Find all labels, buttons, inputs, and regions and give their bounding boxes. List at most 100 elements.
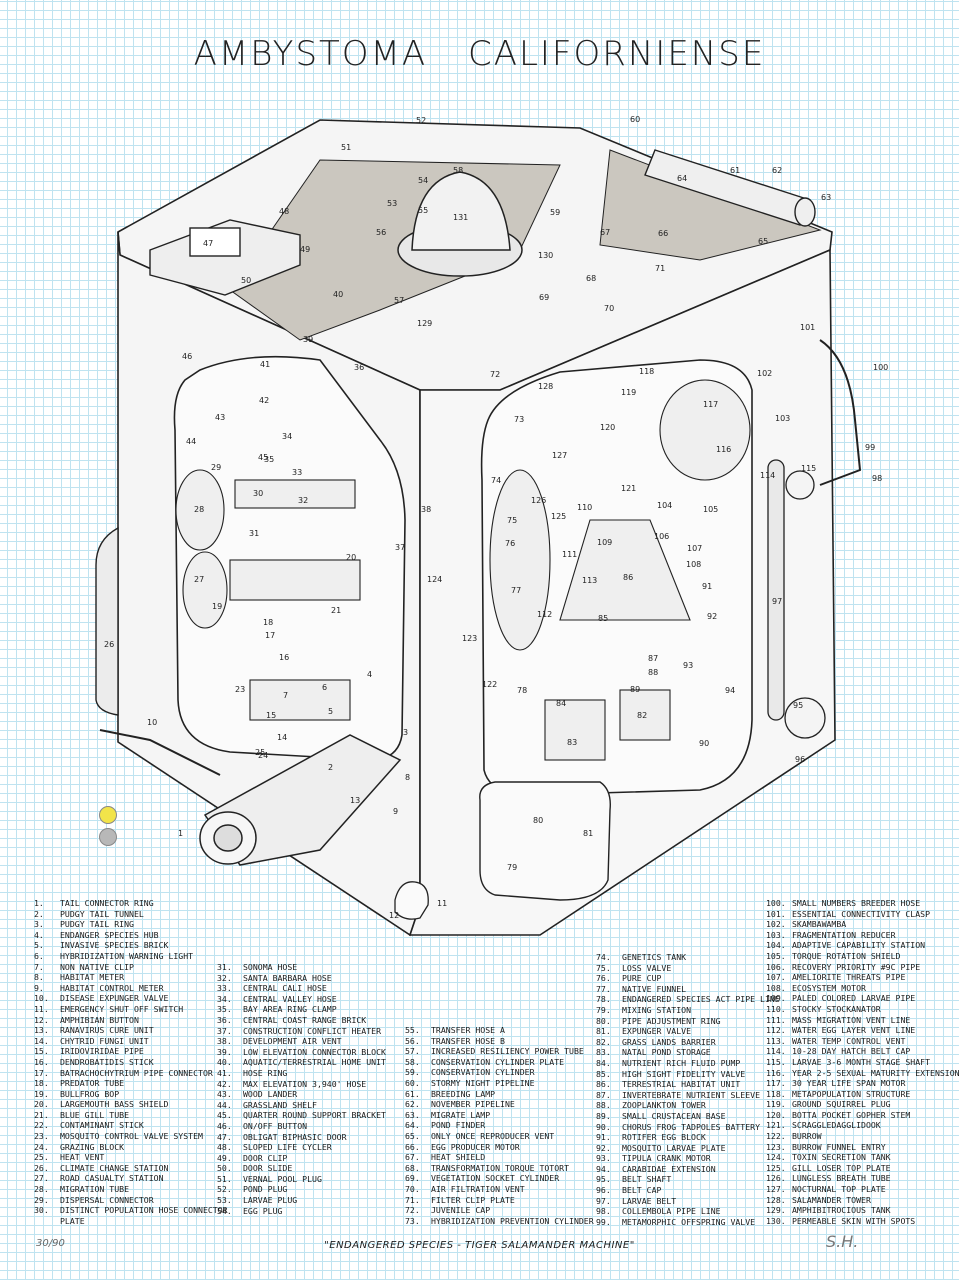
callout-number: 35 xyxy=(264,455,274,464)
legend-item: 48.Sloped life cycler xyxy=(217,1142,386,1153)
callout-number: 32 xyxy=(298,496,308,505)
legend-text: 10-28 day hatch belt cap xyxy=(792,1046,911,1057)
legend-item: 47.Obligat biphasic door xyxy=(217,1132,386,1143)
callout-number: 112 xyxy=(537,610,552,619)
callout-number: 31 xyxy=(249,529,259,538)
legend-text: Wood lander xyxy=(243,1089,298,1100)
legend-text: Transfer hose B xyxy=(431,1035,505,1046)
legend-text: Bullfrog bop xyxy=(60,1088,120,1099)
callout-number: 45 xyxy=(258,453,268,462)
legend-number: 64. xyxy=(405,1120,420,1131)
callout-number: 90 xyxy=(699,739,709,748)
legend-text: Metapopulation structure xyxy=(792,1088,911,1099)
legend-text: Water temp control vent xyxy=(792,1035,906,1046)
legend-item: 50.Door slide xyxy=(217,1163,386,1174)
callout-number: 23 xyxy=(235,685,245,694)
legend-number: 117. xyxy=(766,1078,786,1089)
legend-number: 75. xyxy=(596,962,611,973)
legend-text: Non native clip xyxy=(60,961,134,972)
legend-number: 70. xyxy=(405,1183,420,1194)
legend-text: Nocturnal top plate xyxy=(792,1184,886,1195)
legend-text: Disease expunger valve xyxy=(60,993,169,1004)
left-side-cap xyxy=(95,526,119,716)
legend-item: 18.Predator tube xyxy=(34,1078,228,1089)
right-internals xyxy=(489,379,751,761)
legend-number: 47. xyxy=(217,1131,232,1142)
legend-text: Recovery priority #9C pipe xyxy=(792,961,921,972)
legend-text: Loss valve xyxy=(622,962,672,973)
callout-number: 44 xyxy=(186,437,196,446)
legend-number: 4. xyxy=(34,929,44,940)
legend-text: Pond finder xyxy=(431,1120,486,1131)
callout-number: 82 xyxy=(637,711,647,720)
callout-number: 91 xyxy=(702,582,712,591)
legend-number: 69. xyxy=(405,1173,420,1184)
tail-tunnel xyxy=(199,734,402,866)
callout-labels: 1234567891011121314151617181920212324252… xyxy=(104,115,888,920)
callout-number: 12 xyxy=(389,911,399,920)
callout-number: 33 xyxy=(292,468,302,477)
callout-number: 28 xyxy=(194,505,204,514)
legend-item: 28.Migration tube xyxy=(34,1184,228,1195)
legend-item: 75. Loss valve xyxy=(596,963,780,974)
legend-text: Climate change station xyxy=(60,1162,169,1173)
legend-number: 85. xyxy=(596,1068,611,1079)
legend-item: 94.Carabidae extension xyxy=(596,1164,780,1175)
legend-number: 37. xyxy=(217,1025,232,1036)
legend-item: 56.Transfer hose B xyxy=(405,1036,594,1047)
legend-text: Belt cap xyxy=(622,1185,662,1196)
legend-item: 57.Increased resiliency power tube xyxy=(405,1046,594,1057)
legend-text: Tipula crank motor xyxy=(622,1153,711,1164)
legend-text: Door slide xyxy=(243,1163,293,1174)
legend-number: 35. xyxy=(217,1004,232,1015)
callout-number: 131 xyxy=(453,213,468,222)
callout-number: 66 xyxy=(658,229,668,238)
callout-number: 121 xyxy=(621,484,636,493)
legend-item: 7.Non native clip xyxy=(34,962,228,973)
callout-number: 88 xyxy=(648,668,658,677)
legend-number: 16. xyxy=(34,1056,49,1067)
legend-number: 123. xyxy=(766,1141,786,1152)
legend-number: 14. xyxy=(34,1035,49,1046)
legend-item: 54.Egg plug xyxy=(217,1206,386,1217)
legend-number: 20. xyxy=(34,1099,49,1110)
legend-text: Emergency shut off switch xyxy=(60,1003,184,1014)
legend-text: Adaptive capability station xyxy=(792,940,926,951)
legend-number: 79. xyxy=(596,1004,611,1015)
callout-number: 119 xyxy=(621,388,636,397)
callout-number: 77 xyxy=(511,586,521,595)
callout-number: 96 xyxy=(795,755,805,764)
legend-text: Mixing station xyxy=(622,1004,692,1015)
legend-item: 16.Dendrobatidis stick xyxy=(34,1057,228,1068)
legend-text: November pipeline xyxy=(431,1099,515,1110)
callout-number: 115 xyxy=(801,464,816,473)
callout-number: 114 xyxy=(760,471,775,480)
callout-number: 55 xyxy=(418,206,428,215)
callout-number: 51 xyxy=(341,143,351,152)
callout-number: 124 xyxy=(427,575,442,584)
legend-number: 51. xyxy=(217,1173,232,1184)
legend-item: 20.Largemouth bass shield xyxy=(34,1099,228,1110)
legend-item: 32.Santa Barbara hose xyxy=(217,973,386,984)
callout-number: 11 xyxy=(437,899,447,908)
legend-text: Bay area ring clamp xyxy=(243,1004,337,1015)
legend-item: 114.10-28 day hatch belt cap xyxy=(766,1046,959,1057)
legend-text: Water egg layer vent line xyxy=(792,1025,916,1036)
legend-item: 83.Natal pond storage xyxy=(596,1047,780,1058)
callout-number: 70 xyxy=(604,304,614,313)
legend-number: 57. xyxy=(405,1046,420,1057)
legend-number: 82. xyxy=(596,1036,611,1047)
callout-number: 24 xyxy=(258,751,268,760)
legend-number: 22. xyxy=(34,1120,49,1131)
legend-number: 31. xyxy=(217,962,232,972)
legend-number: 121. xyxy=(766,1120,786,1131)
legend-text: Paled colored larvae pipe xyxy=(792,993,916,1004)
legend-item: 88.Zooplankton tower xyxy=(596,1100,780,1111)
legend-item: 127.Nocturnal top plate xyxy=(766,1184,959,1195)
legend-text: Endanger species hub xyxy=(60,929,159,940)
legend-number: 17. xyxy=(34,1067,49,1078)
legend-text: Pudgy tail ring xyxy=(60,919,134,930)
disease-expunger-pipe xyxy=(99,729,221,776)
caption: "ENDANGERED SPECIES - TIGER SALAMANDER M… xyxy=(324,1240,635,1251)
callout-number: 67 xyxy=(600,228,610,237)
